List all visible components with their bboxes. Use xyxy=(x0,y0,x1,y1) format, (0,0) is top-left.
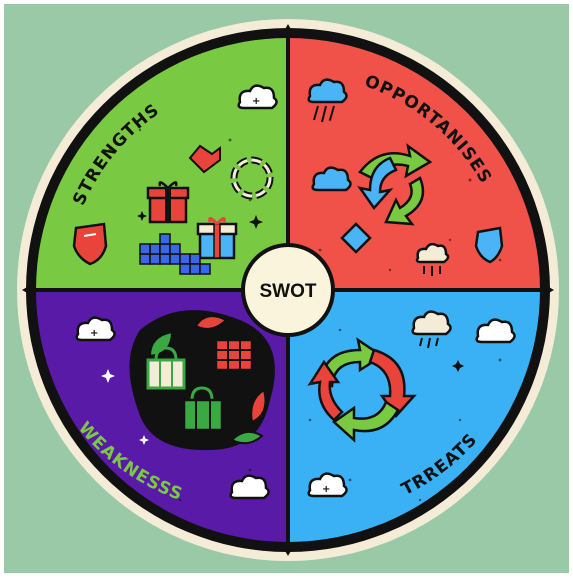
sparkle-icon-threats xyxy=(452,360,464,372)
leaf-icon-2 xyxy=(194,315,228,330)
right-notch xyxy=(540,282,554,298)
sparkle-icon-2 xyxy=(137,211,147,221)
shield-icon xyxy=(72,222,108,266)
rain-cloud-icon-threats xyxy=(411,310,452,349)
basket-icon-2 xyxy=(182,386,224,432)
center-title: SWOT xyxy=(260,281,317,302)
center-badge xyxy=(241,243,335,337)
leaf-icon-3 xyxy=(250,388,267,424)
rain-cloud-icon xyxy=(415,242,450,276)
svg-text:+: + xyxy=(90,328,98,339)
cloud-icon-threats-2: + xyxy=(307,472,348,498)
left-notch xyxy=(22,282,36,298)
diamond-icon xyxy=(340,222,372,254)
leaf-icon-4 xyxy=(230,430,264,445)
gift-icon xyxy=(146,181,190,224)
bottom-notch xyxy=(280,542,296,556)
chain-icon xyxy=(230,156,274,200)
sparkle-icon xyxy=(249,215,263,229)
sparkle-icon-weaknesses-2 xyxy=(139,435,149,445)
cloud-icon-opportunities xyxy=(311,166,352,192)
recycle-arrows-icon xyxy=(357,143,433,226)
crate-icon xyxy=(214,338,254,372)
cloud-icon: + xyxy=(237,84,278,110)
cloud-icon-threats xyxy=(475,318,516,344)
svg-text:+: + xyxy=(322,484,330,495)
leaf-icon xyxy=(148,330,174,358)
svg-text:+: + xyxy=(252,96,260,107)
storm-cloud-icon xyxy=(307,78,348,123)
gift-icon-2 xyxy=(196,217,238,260)
basket-icon xyxy=(146,346,186,390)
blocks-icon xyxy=(139,233,211,275)
heart-icon xyxy=(188,144,221,174)
threat-arrows-icon xyxy=(307,337,417,443)
top-notch xyxy=(280,24,296,38)
cloud-icon-weaknesses: + xyxy=(75,316,116,342)
cloud-icon-weaknesses-2 xyxy=(229,474,270,500)
sparkle-icon-weaknesses xyxy=(101,369,115,383)
shield-icon-opportunities xyxy=(474,226,504,264)
